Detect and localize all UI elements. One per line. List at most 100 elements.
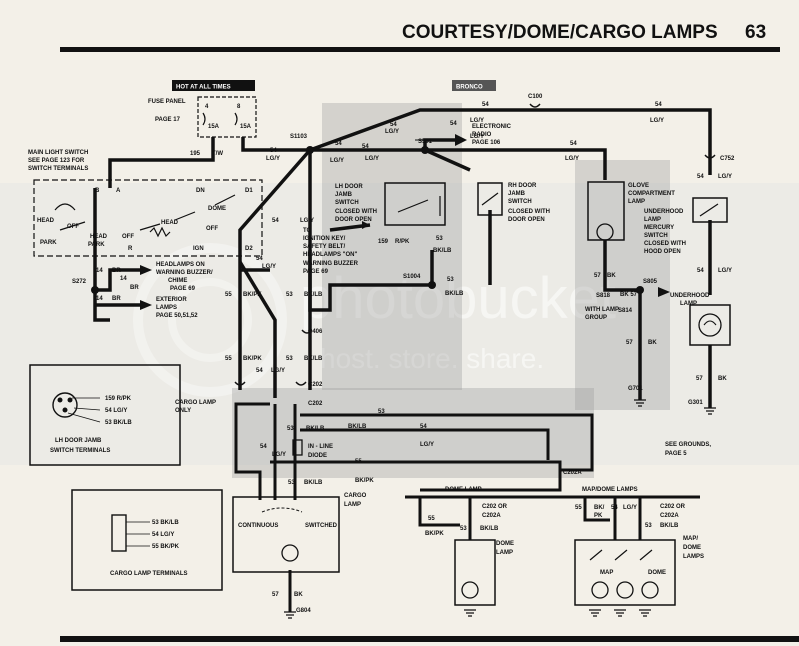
ground-symbols — [284, 399, 716, 619]
cargo-lamp-bulb-icon — [281, 544, 299, 562]
label-55c: 55 — [355, 459, 362, 465]
watermark-brand: photobucket — [300, 266, 616, 331]
watermark-band — [0, 183, 799, 465]
lh-terminal-159: 159 R/PK — [105, 396, 132, 402]
label-c202-or-2: C202 OR — [660, 504, 686, 510]
label-rpk: R/PK — [395, 239, 410, 245]
label-in-line: IN - LINE — [308, 444, 333, 450]
label-57c: 57 — [696, 376, 703, 382]
label-dome: DOME — [496, 541, 514, 547]
label-bkpk-e: BK/PK — [425, 531, 444, 537]
fuse-15a-2: 15A — [240, 124, 252, 130]
label-br3: BR — [112, 296, 121, 302]
label-only: ONLY — [175, 408, 191, 414]
label-rh-jamb: JAMB — [508, 191, 526, 197]
label-54k: 54 — [272, 218, 279, 224]
label-lgy-f: LG/Y — [470, 118, 484, 124]
page-number: 63 — [745, 22, 766, 43]
label-lgy-p: LG/Y — [623, 505, 637, 511]
label-g701: G701 — [628, 386, 643, 392]
label-ignition-key: IGNITION KEY/ — [303, 236, 346, 242]
switch-head-1: HEAD — [37, 218, 55, 224]
label-53c: 53 — [286, 292, 293, 298]
headlamps-arrowhead — [140, 265, 152, 275]
label-s818: S818 — [596, 293, 611, 299]
map-lamp-bulb-icon-2 — [616, 581, 634, 599]
label-chime: CHIME — [168, 278, 187, 284]
splices — [91, 146, 644, 294]
label-53d: 53 — [286, 356, 293, 362]
label-see-grounds-page: PAGE 5 — [665, 451, 687, 457]
map-dome-lamps-box — [574, 539, 676, 606]
label-group: GROUP — [585, 315, 607, 321]
cargo-wires — [234, 402, 700, 612]
label-195: 195 — [190, 151, 201, 157]
label-c202a: C202A — [563, 470, 582, 476]
lh-terminals-title-1: LH DOOR JAMB — [55, 438, 102, 444]
lh-terminals-title-2: SWITCH TERMINALS — [50, 448, 110, 454]
label-lgy-n: LG/Y — [272, 452, 286, 458]
label-lh-closed: CLOSED WITH — [335, 209, 377, 215]
label-rh-door: RH DOOR — [508, 183, 537, 189]
fuse-15a-1: 15A — [208, 124, 220, 130]
label-with-lamp: WITH LAMP — [585, 307, 619, 313]
label-map-dome-lamps: LAMPS — [683, 554, 704, 560]
label-lh-door: LH DOOR — [335, 184, 363, 190]
cargo-terminals-title: CARGO LAMP TERMINALS — [110, 571, 188, 577]
label-tw: T/W — [212, 151, 223, 157]
underhood-filament — [703, 320, 717, 326]
label-glove: GLOVE — [628, 183, 649, 189]
label-53e: 53 — [378, 409, 385, 415]
switch-head-2: HEAD — [90, 234, 108, 240]
label-dome-lamp: LAMP — [496, 550, 513, 556]
label-rh-closed: CLOSED WITH — [508, 209, 550, 215]
label-hood-open: HOOD OPEN — [644, 249, 681, 255]
bronco-label-bg — [452, 80, 496, 91]
label-mercury-switch: SWITCH — [644, 233, 668, 239]
terminal-r: R — [128, 246, 133, 252]
label-54-c202: 54 — [256, 368, 263, 374]
label-54b: 54 — [335, 141, 342, 147]
fuse-panel-page: PAGE 17 — [155, 117, 181, 123]
label-g301: G301 — [688, 400, 703, 406]
label-lgy-m: LG/Y — [420, 442, 434, 448]
label-headlamps-on: HEADLAMPS "ON" — [303, 252, 358, 258]
exterior-arrowhead — [140, 300, 152, 310]
label-br2: BR — [130, 285, 139, 291]
label-55e: 55 — [428, 516, 435, 522]
label-warning-buzzer: WARNING BUZZER — [303, 261, 359, 267]
label-bklb-c: BK/LB — [304, 292, 323, 298]
label-chime-page: PAGE 69 — [170, 286, 196, 292]
fuse-panel-box — [197, 96, 257, 138]
label-dome-2: DOME — [648, 570, 666, 576]
label-159: 159 — [378, 239, 389, 245]
map-lamp-bulb-icon-1 — [591, 581, 609, 599]
label-s1103: S1103 — [290, 134, 308, 140]
label-bk-slash: BK/ — [594, 505, 605, 511]
cargo-terminals-connector-icon — [111, 514, 127, 552]
label-54n: 54 — [260, 444, 267, 450]
label-glove-lamp: LAMP — [628, 199, 645, 205]
cargo-terminal-53: 53 BK/LB — [152, 520, 179, 526]
switch-off-1: OFF — [67, 224, 79, 230]
rheostat-icon — [149, 226, 171, 238]
label-underhood-lamp-2: LAMP — [680, 301, 697, 307]
label-map-slash: MAP/ — [683, 536, 698, 542]
lh-terminals-leaders — [67, 397, 101, 423]
lh-terminal-pin-2 — [67, 397, 73, 403]
lh-door-switch-contact — [397, 196, 441, 216]
label-bk-e: BK — [294, 592, 303, 598]
label-lh-jamb: JAMB — [335, 192, 353, 198]
label-54i: 54 — [697, 174, 704, 180]
cargo-terminal-55: 55 BK/PK — [152, 544, 180, 550]
label-14c: 14 — [96, 296, 103, 302]
label-54j: 54 — [697, 268, 704, 274]
rh-door-switch-box — [477, 182, 503, 216]
label-switched: SWITCHED — [305, 523, 338, 529]
label-54m: 54 — [420, 424, 427, 430]
label-bk-c: BK — [718, 376, 727, 382]
underhood-switch-contact — [699, 203, 719, 217]
label-br1: BR — [112, 268, 121, 274]
label-55a: 55 — [225, 292, 232, 298]
